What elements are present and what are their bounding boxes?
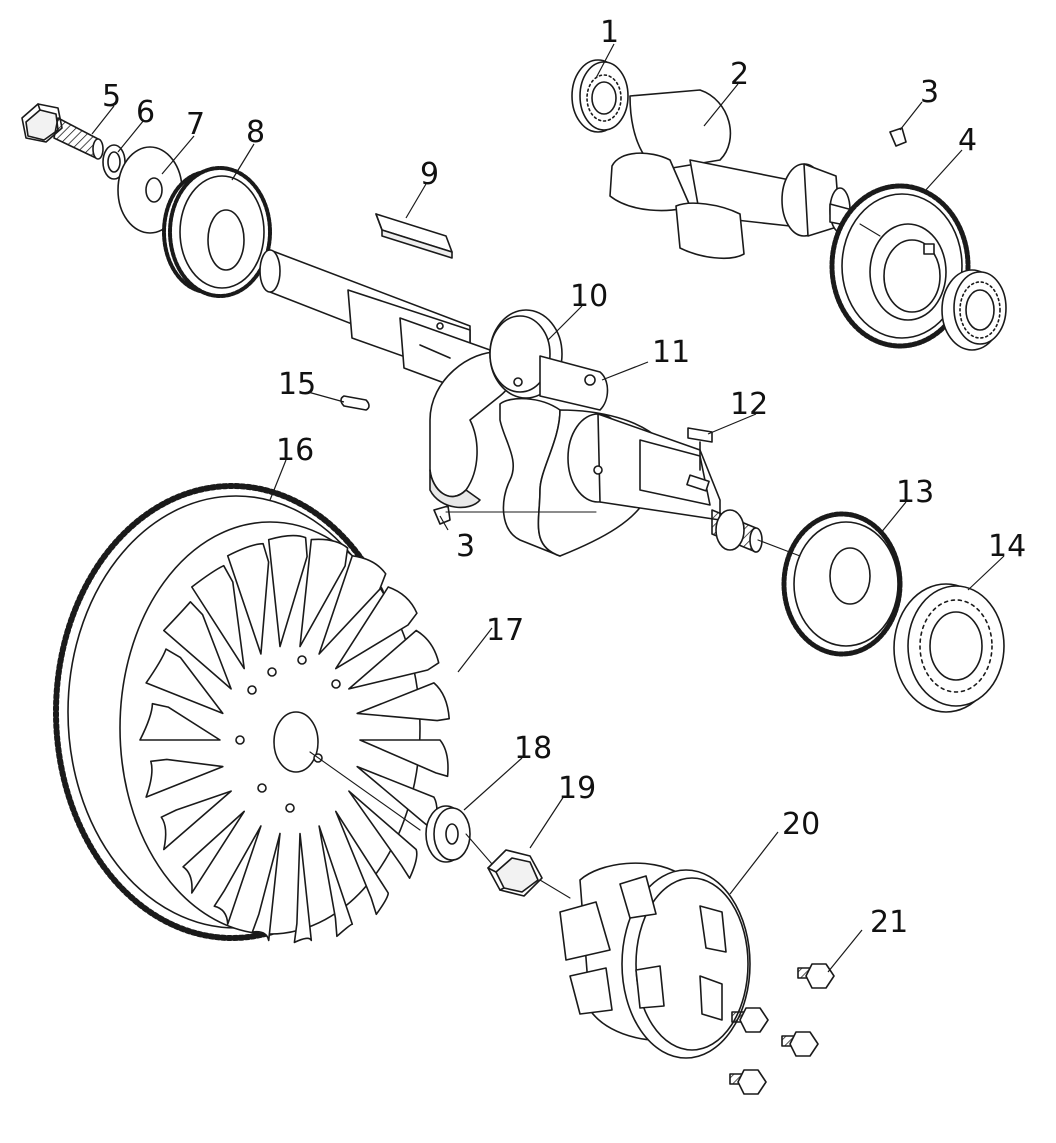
fan-blade [349, 631, 439, 689]
plug-upper-part [890, 128, 906, 146]
fan-blade [140, 704, 220, 740]
fan-blade [319, 556, 386, 654]
gear-13-part [784, 514, 900, 654]
bolt-part [22, 104, 103, 159]
nut-19-part [488, 850, 542, 896]
key-12-part [688, 428, 712, 470]
plug-lower-part [434, 506, 450, 524]
fan-blade [146, 649, 223, 713]
callout-2: 2 [730, 57, 749, 92]
fan-blade [294, 834, 311, 943]
fan-blade [192, 566, 244, 669]
large-gear-part [832, 186, 968, 346]
starter-cup-part [560, 863, 750, 1058]
bolt-21-part [730, 964, 834, 1094]
callout-13: 13 [896, 475, 934, 510]
washer-18-part [426, 806, 470, 862]
callout-1: 1 [600, 15, 619, 50]
key-part [376, 214, 452, 258]
fan-blade [252, 834, 280, 941]
callout-17: 17 [486, 613, 524, 648]
callout-labels: 1 2 3 4 5 6 7 8 9 10 11 12 3 13 14 15 16… [102, 15, 1026, 940]
fan-blade [183, 811, 244, 893]
fan-blade [161, 791, 231, 849]
callout-15: 15 [278, 367, 316, 402]
callout-3-lower: 3 [456, 529, 475, 564]
callout-5: 5 [102, 79, 121, 114]
callout-9: 9 [420, 157, 439, 192]
fan-blade [164, 602, 231, 689]
small-gear-part [164, 168, 270, 296]
bearing-right-part [942, 270, 1006, 350]
fan-blade [228, 544, 269, 654]
crankshaft-part [430, 310, 762, 556]
assembly-axis-lines [310, 224, 880, 898]
fan-blade [357, 683, 449, 721]
callout-3-upper: 3 [920, 75, 939, 110]
callout-7: 7 [186, 107, 205, 142]
callout-21: 21 [870, 905, 908, 940]
leader-lines [91, 43, 1005, 973]
fan-blade [319, 826, 352, 936]
callout-12: 12 [730, 387, 768, 422]
fan-blade [300, 539, 348, 646]
fan-blade [214, 826, 261, 924]
callout-16: 16 [276, 433, 314, 468]
fan-blade [336, 587, 417, 669]
callout-11: 11 [652, 335, 690, 370]
callout-14: 14 [988, 529, 1026, 564]
callout-10: 10 [570, 279, 608, 314]
callout-8: 8 [246, 115, 265, 150]
callout-18: 18 [514, 731, 552, 766]
bearing-14-part [894, 584, 1004, 712]
fan-blade [360, 740, 448, 776]
bearing-top-part [572, 60, 628, 132]
callout-19: 19 [558, 771, 596, 806]
fan-blade [146, 759, 223, 797]
callout-4: 4 [958, 123, 977, 158]
upper-crankshaft-part [610, 90, 864, 258]
small-key-part [341, 396, 369, 410]
fan-blades-part [140, 536, 449, 943]
fan-blade [336, 811, 388, 914]
callout-6: 6 [136, 95, 155, 130]
fan-blade [349, 791, 417, 878]
fan-blade [269, 536, 307, 647]
callout-20: 20 [782, 807, 820, 842]
